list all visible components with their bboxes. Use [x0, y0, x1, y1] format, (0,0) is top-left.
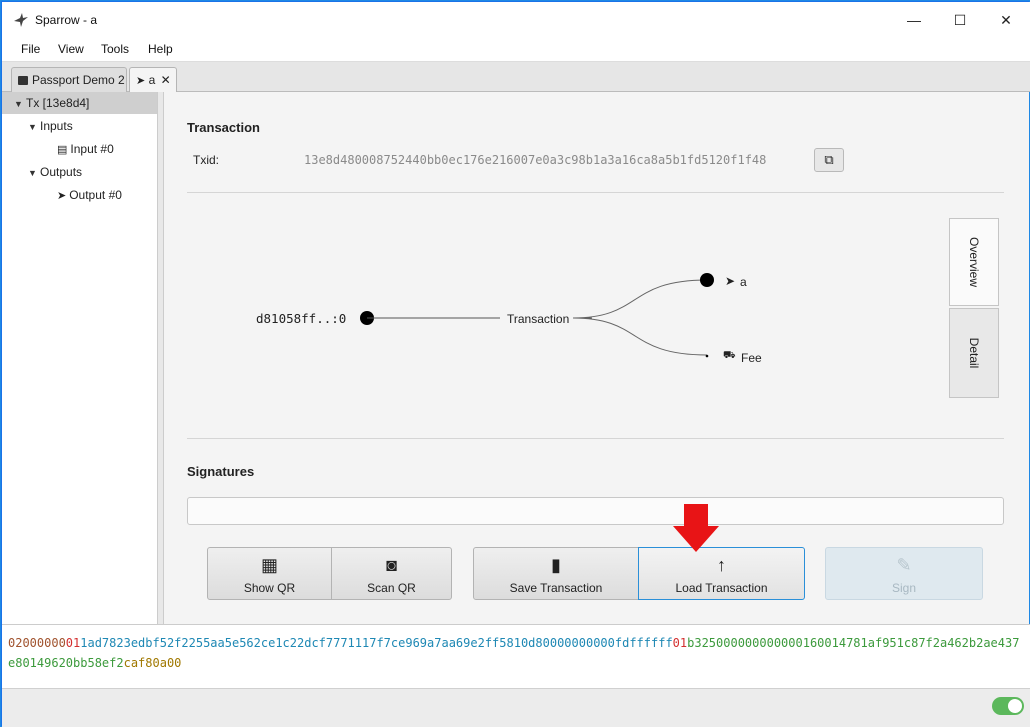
- pen-icon: ✎: [896, 555, 912, 575]
- send-icon: ➤: [725, 274, 736, 288]
- tab-bar: Passport Demo 2 ➤ a ✕: [2, 62, 1030, 93]
- send-icon: ➤: [57, 190, 67, 202]
- hex-input: 1ad7823edbf52f2255aa5e562ce1c22dcf777111…: [80, 636, 673, 650]
- sign-button[interactable]: ✎ Sign: [825, 547, 983, 600]
- menu-file[interactable]: File: [21, 42, 41, 56]
- tree-item-label: Input #0: [70, 142, 114, 156]
- transaction-tree: ▼Tx [13e8d4] ▼Inputs ▤Input #0 ▼Outputs …: [2, 92, 158, 624]
- tab-close-icon[interactable]: ✕: [160, 73, 171, 87]
- scan-qr-label: Scan QR: [367, 581, 416, 595]
- save-transaction-label: Save Transaction: [509, 581, 603, 595]
- wallet-icon: [18, 76, 28, 85]
- transaction-panel: Transaction Txid: 13e8d480008752440bb0ec…: [165, 92, 1029, 624]
- hex-output: b325000000000000160014781af951c87f2a462b…: [8, 636, 1020, 670]
- save-transaction-button[interactable]: ▮ Save Transaction: [473, 547, 639, 600]
- transaction-diagram: d81058ff..:0 Transaction ➤ a ⛟ Fee: [187, 200, 947, 530]
- red-arrow-annotation: [673, 504, 719, 552]
- show-qr-button[interactable]: ▦ Show QR: [207, 547, 332, 600]
- menu-tools[interactable]: Tools: [101, 42, 130, 56]
- hex-input-count: 01: [65, 636, 81, 650]
- tree-item-tx[interactable]: ▼Tx [13e8d4]: [2, 92, 157, 114]
- tab-label: a: [148, 73, 156, 87]
- input-label: d81058ff..:0: [256, 311, 347, 326]
- tree-item-label: Tx [13e8d4]: [26, 96, 90, 110]
- title-bar: Sparrow - a — ☐ ✕: [2, 2, 1030, 38]
- output-node-fee[interactable]: [705, 354, 709, 358]
- split-pane-divider[interactable]: [158, 92, 164, 624]
- divider: [187, 438, 1004, 439]
- sparrow-bird-icon: [12, 11, 30, 29]
- tab-passport-demo-2[interactable]: Passport Demo 2: [11, 67, 127, 92]
- hex-version: 02000000: [8, 636, 66, 650]
- txid-label: Txid:: [193, 153, 220, 167]
- load-transaction-label: Load Transaction: [675, 581, 768, 595]
- raw-transaction-hex[interactable]: 02000000011ad7823edbf52f2255aa5e562ce1c2…: [2, 624, 1030, 688]
- signatures-progress-bar: [187, 497, 1004, 525]
- show-qr-label: Show QR: [243, 581, 296, 595]
- tab-detail[interactable]: Detail: [949, 308, 999, 398]
- fee-icon: ⛟: [723, 350, 736, 361]
- arrow-up-icon: ↑: [717, 555, 726, 575]
- tree-item-label: Inputs: [40, 119, 73, 133]
- tree-item-label: Output #0: [69, 188, 122, 202]
- coins-icon: ▤: [57, 144, 68, 156]
- output-a-label: a: [740, 275, 747, 289]
- hex-output-count: 01: [672, 636, 688, 650]
- sd-card-icon: ▮: [551, 555, 561, 575]
- status-bar: [2, 688, 1030, 727]
- maximize-button[interactable]: ☐: [953, 12, 967, 28]
- transaction-node-label: Transaction: [507, 312, 570, 326]
- close-window-button[interactable]: ✕: [1000, 12, 1012, 28]
- window-title: Sparrow - a: [35, 13, 98, 27]
- load-transaction-button[interactable]: ↑ Load Transaction: [638, 547, 805, 600]
- tree-item-input-0[interactable]: ▤Input #0: [2, 138, 157, 160]
- tab-overview[interactable]: Overview: [949, 218, 999, 306]
- txid-value[interactable]: 13e8d480008752440bb0ec176e216007e0a3c98b…: [304, 153, 767, 167]
- tree-item-outputs[interactable]: ▼Outputs: [2, 161, 157, 183]
- expand-triangle-icon[interactable]: ▼: [28, 168, 37, 178]
- output-fee-label: Fee: [741, 351, 762, 365]
- toggle-knob: [1008, 699, 1022, 713]
- transaction-heading: Transaction: [187, 120, 260, 135]
- copy-icon: ⧉: [824, 152, 834, 167]
- send-icon: ➤: [136, 75, 146, 87]
- expand-triangle-icon[interactable]: ▼: [14, 99, 23, 109]
- tab-a[interactable]: ➤ a ✕: [129, 67, 177, 93]
- camera-icon: ◙: [386, 555, 397, 575]
- sign-label: Sign: [891, 581, 917, 595]
- diagram-lines: [360, 273, 714, 358]
- expand-triangle-icon[interactable]: ▼: [28, 122, 37, 132]
- tab-detail-label: Detail: [967, 337, 981, 369]
- copy-txid-button[interactable]: ⧉: [814, 148, 844, 172]
- minimize-button[interactable]: —: [907, 12, 921, 28]
- hex-locktime: caf80a00: [123, 656, 182, 670]
- tab-overview-label: Overview: [967, 236, 981, 288]
- tree-item-output-0[interactable]: ➤Output #0: [2, 184, 157, 206]
- menu-view[interactable]: View: [58, 42, 84, 56]
- output-node-a[interactable]: [700, 273, 714, 287]
- tab-label: Passport Demo 2: [32, 73, 125, 87]
- tree-item-label: Outputs: [40, 165, 83, 179]
- qrcode-icon: ▦: [260, 555, 278, 575]
- server-toggle[interactable]: [992, 697, 1024, 715]
- scan-qr-button[interactable]: ◙ Scan QR: [331, 547, 452, 600]
- signatures-heading: Signatures: [187, 464, 255, 479]
- divider: [187, 192, 1004, 193]
- menu-help[interactable]: Help: [148, 42, 173, 56]
- tree-item-inputs[interactable]: ▼Inputs: [2, 115, 157, 137]
- menu-bar: File View Tools Help: [2, 38, 1030, 62]
